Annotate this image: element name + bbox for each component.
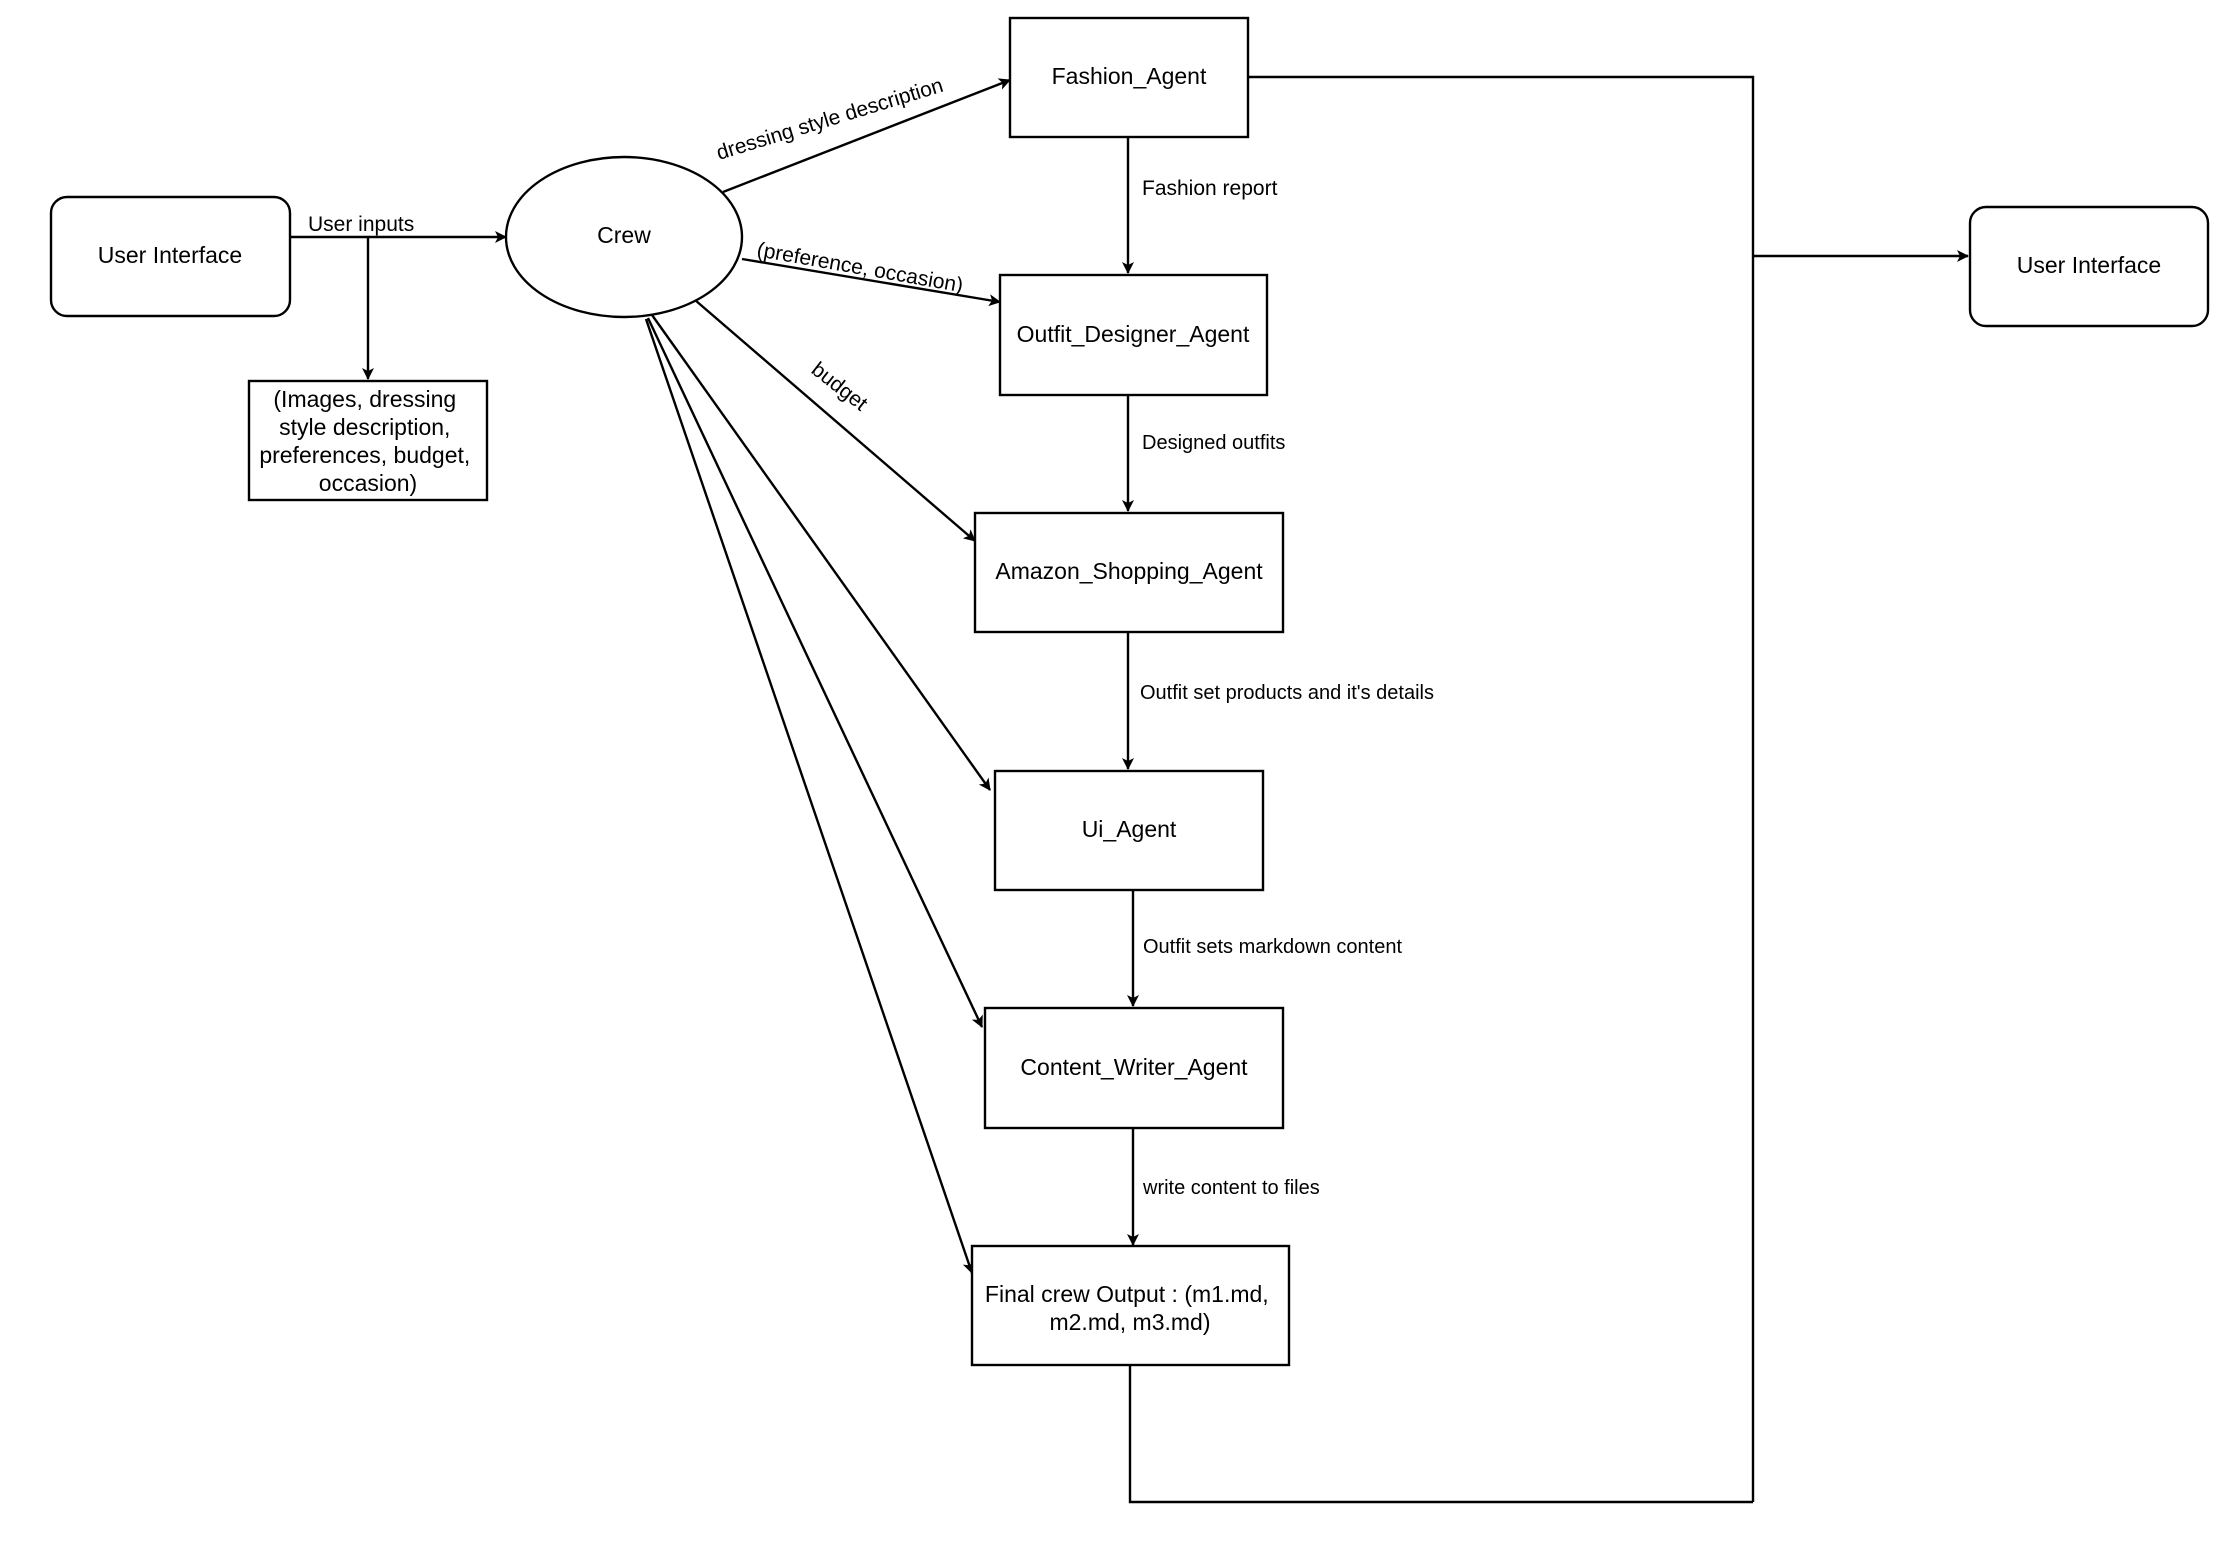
content-writer-agent-node: Content_Writer_Agent: [983, 1006, 1285, 1130]
label-outfit-set-products: Outfit set products and it's details: [1140, 682, 1434, 704]
ui-agent-node: Ui_Agent: [993, 769, 1265, 892]
edges: [290, 75, 1969, 1504]
edge-crew-to-final-output: [644, 318, 975, 1274]
label-markdown-content: Outfit sets markdown content: [1143, 936, 1402, 958]
nodes: User Interface Crew (Images, dressing st…: [49, 16, 2210, 1367]
label-budget: budget: [807, 358, 872, 416]
user-interface-left-label: User Interface: [98, 242, 242, 268]
edge-fashion-to-right-bus: [1248, 75, 1755, 1502]
label-write-content: write content to files: [1142, 1177, 1320, 1199]
edge-crew-to-outfit-designer: [741, 257, 1001, 307]
fashion-agent-node: Fashion_Agent: [1008, 16, 1250, 139]
label-preference-occasion: (preference, occasion): [755, 238, 965, 297]
inputs-note-line-2: style description,: [279, 414, 450, 440]
fashion-agent-label: Fashion_Agent: [1052, 63, 1207, 89]
crew-node: Crew: [504, 155, 744, 319]
final-output-line-2: m2.md, m3.md): [1049, 1309, 1210, 1335]
edge-final-output-to-right-bus: [1128, 1365, 1753, 1504]
inputs-note-text: (Images, dressing style description, pre…: [259, 386, 476, 496]
amazon-shopping-agent-label: Amazon_Shopping_Agent: [995, 558, 1263, 584]
inputs-note: (Images, dressing style description, pre…: [247, 379, 489, 502]
outfit-designer-agent-node: Outfit_Designer_Agent: [998, 273, 1269, 397]
label-fashion-report: Fashion report: [1142, 177, 1278, 200]
user-interface-left: User Interface: [49, 195, 292, 318]
final-output-text: Final crew Output : (m1.md, m2.md, m3.md…: [985, 1281, 1275, 1335]
inputs-note-line-4: occasion): [319, 470, 417, 496]
inputs-note-line-3: preferences, budget,: [259, 442, 470, 468]
inputs-note-line-1: (Images, dressing: [273, 386, 456, 412]
ui-agent-label: Ui_Agent: [1082, 816, 1177, 842]
edge-crew-to-ui-agent: [651, 314, 991, 791]
edge-crew-to-content-writer: [646, 317, 984, 1028]
outfit-designer-agent-label: Outfit_Designer_Agent: [1017, 321, 1250, 347]
label-designed-outfits: Designed outfits: [1142, 432, 1285, 454]
crew-label: Crew: [597, 222, 651, 248]
edge-crew-to-fashion-agent: [722, 78, 1011, 194]
content-writer-agent-label: Content_Writer_Agent: [1020, 1054, 1248, 1080]
user-interface-right: User Interface: [1968, 205, 2210, 328]
user-interface-right-label: User Interface: [2017, 252, 2161, 278]
final-output-line-1: Final crew Output : (m1.md,: [985, 1281, 1269, 1307]
edge-crew-to-amazon-shopping: [694, 299, 976, 542]
amazon-shopping-agent-node: Amazon_Shopping_Agent: [973, 511, 1285, 634]
final-output-node: Final crew Output : (m1.md, m2.md, m3.md…: [970, 1244, 1291, 1367]
label-user-inputs: User inputs: [308, 213, 414, 236]
